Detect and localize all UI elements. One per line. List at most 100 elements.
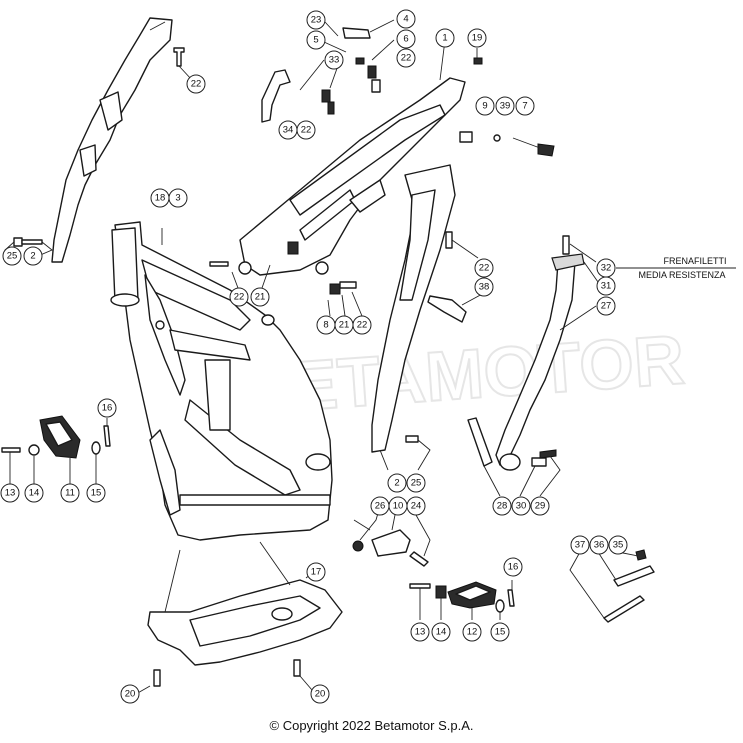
svg-text:19: 19 — [472, 33, 483, 44]
svg-text:25: 25 — [7, 251, 18, 262]
svg-text:2: 2 — [394, 478, 399, 489]
callout-8: 8 — [316, 315, 336, 335]
callout-5: 5 — [306, 30, 326, 50]
svg-text:28: 28 — [497, 501, 508, 512]
bolt-25-lower — [405, 435, 431, 471]
svg-text:22: 22 — [401, 53, 412, 64]
copyright-text: © Copyright 2022 Betamotor S.p.A. — [269, 718, 474, 733]
svg-text:37: 37 — [575, 540, 586, 551]
callout-30: 30 — [511, 496, 531, 516]
callout-39: 39 — [495, 96, 515, 116]
svg-text:11: 11 — [65, 488, 75, 499]
svg-text:24: 24 — [411, 501, 422, 512]
svg-text:13: 13 — [415, 627, 426, 638]
callout-31: 31 — [596, 276, 616, 296]
callout-27: 27 — [596, 296, 616, 316]
callout-11: 11 — [60, 483, 80, 503]
svg-text:9: 9 — [482, 101, 487, 112]
callout-22: 22 — [186, 74, 206, 94]
svg-text:20: 20 — [315, 689, 326, 700]
callout-22: 22 — [396, 48, 416, 68]
callout-15: 15 — [86, 483, 106, 503]
svg-text:38: 38 — [479, 282, 490, 293]
svg-text:1: 1 — [442, 33, 447, 44]
callout-23: 23 — [306, 10, 326, 30]
svg-text:16: 16 — [508, 562, 519, 573]
svg-text:13: 13 — [5, 488, 16, 499]
tool-handle-38 — [427, 292, 485, 323]
left-frame-guard — [51, 17, 173, 263]
svg-text:26: 26 — [375, 501, 386, 512]
svg-text:4: 4 — [403, 14, 408, 25]
callout-13: 13 — [410, 622, 430, 642]
svg-text:33: 33 — [329, 55, 340, 66]
svg-text:8: 8 — [323, 320, 328, 331]
left-footpeg — [1, 415, 111, 484]
callout-15: 15 — [490, 622, 510, 642]
svg-text:27: 27 — [601, 301, 612, 312]
callout-25: 25 — [406, 473, 426, 493]
svg-text:18: 18 — [155, 193, 166, 204]
svg-text:14: 14 — [29, 488, 40, 499]
svg-text:16: 16 — [102, 403, 113, 414]
rear-subframe — [238, 77, 466, 276]
note-line-1: FRENAFILETTI — [663, 256, 726, 266]
svg-text:35: 35 — [613, 540, 624, 551]
callout-22: 22 — [352, 315, 372, 335]
callout-22: 22 — [296, 120, 316, 140]
callout-36: 36 — [589, 535, 609, 555]
svg-text:20: 20 — [125, 689, 136, 700]
svg-text:7: 7 — [522, 101, 527, 112]
svg-text:23: 23 — [311, 15, 322, 26]
callout-6: 6 — [396, 29, 416, 49]
bolt-22-top-left — [173, 47, 193, 81]
callout-22: 22 — [474, 258, 494, 278]
callout-34: 34 — [278, 120, 298, 140]
callout-38: 38 — [474, 277, 494, 297]
svg-text:25: 25 — [411, 478, 422, 489]
callout-9: 9 — [475, 96, 495, 116]
svg-text:17: 17 — [311, 567, 322, 578]
svg-text:22: 22 — [234, 292, 245, 303]
side-stand — [467, 235, 599, 497]
svg-text:29: 29 — [535, 501, 546, 512]
svg-text:31: 31 — [601, 281, 612, 292]
callout-19: 19 — [467, 28, 487, 48]
svg-text:3: 3 — [175, 193, 180, 204]
svg-text:2: 2 — [30, 251, 35, 262]
callout-20: 20 — [120, 684, 140, 704]
top-small-hardware — [261, 19, 555, 157]
callout-3: 3 — [168, 188, 188, 208]
svg-text:32: 32 — [601, 263, 612, 274]
callout-2: 2 — [23, 246, 43, 266]
callout-4: 4 — [396, 9, 416, 29]
svg-text:22: 22 — [357, 320, 368, 331]
bolt-25-left — [4, 237, 53, 257]
callout-2: 2 — [387, 473, 407, 493]
stand-springs — [569, 549, 655, 623]
callout-12: 12 — [462, 622, 482, 642]
callout-20: 20 — [310, 684, 330, 704]
callout-1: 1 — [435, 28, 455, 48]
svg-text:15: 15 — [91, 488, 102, 499]
svg-text:21: 21 — [339, 320, 350, 331]
subframe-lower-bolts — [209, 231, 479, 317]
callout-16: 16 — [97, 398, 117, 418]
callout-14: 14 — [431, 622, 451, 642]
svg-text:10: 10 — [393, 501, 404, 512]
callout-24: 24 — [406, 496, 426, 516]
svg-text:22: 22 — [301, 125, 312, 136]
callout-37: 37 — [570, 535, 590, 555]
callout-21: 21 — [334, 315, 354, 335]
callout-17: 17 — [306, 562, 326, 582]
svg-text:34: 34 — [283, 125, 294, 136]
callout-7: 7 — [515, 96, 535, 116]
skid-plate — [135, 541, 343, 695]
callout-21: 21 — [250, 287, 270, 307]
callout-25: 25 — [2, 246, 22, 266]
svg-text:5: 5 — [313, 35, 318, 46]
svg-text:12: 12 — [467, 627, 478, 638]
callout-14: 14 — [24, 483, 44, 503]
right-footpeg — [409, 580, 515, 620]
